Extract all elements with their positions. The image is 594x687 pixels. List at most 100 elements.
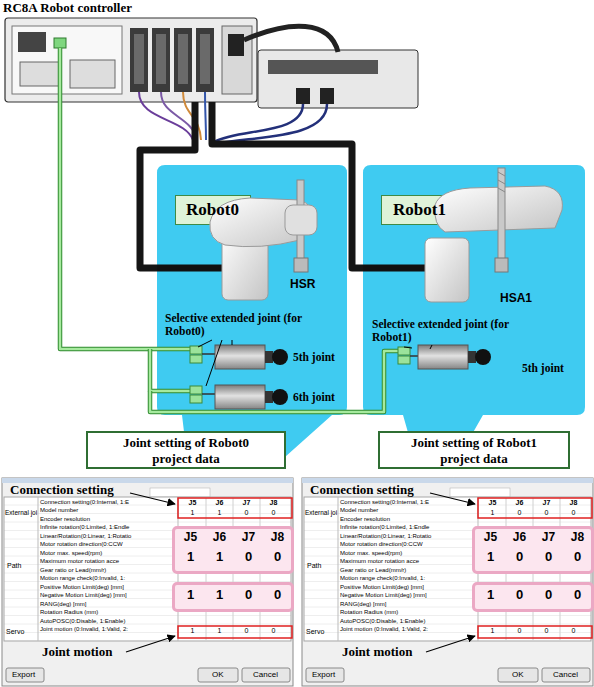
ui-text: Negative Motion Limit(deg) [mm]	[340, 592, 427, 599]
ui-text: Joint motion (0:Invalid, 1:Valid, 2:	[340, 626, 428, 633]
ui-text: 1	[207, 627, 232, 635]
table-cell: 0	[535, 588, 562, 603]
ui-text: 0	[534, 627, 559, 635]
table-cell: 0	[264, 588, 291, 603]
ui-text: Model number	[340, 507, 378, 514]
table-cell: J8	[264, 531, 291, 545]
ui-text: 1	[180, 509, 205, 517]
node-label: RC8A Robot controller	[3, 1, 132, 16]
ui-text: 0	[561, 627, 586, 635]
zoom-table: J5J6J7J81000	[472, 526, 594, 574]
ui-text: Motor rotation direction(0:CCW	[40, 541, 123, 548]
node-label: HSA1	[500, 292, 532, 306]
table-cell: 1	[206, 588, 233, 603]
zoom-table: 1000	[472, 582, 594, 612]
ui-text: Path	[307, 562, 321, 570]
table-cell: 1	[477, 550, 504, 565]
robot-name-box: Robot0	[175, 195, 251, 225]
ui-text: Export	[312, 670, 335, 679]
robot-controller: RC8A Robot controller	[5, 18, 330, 102]
ui-text: Joint motion (0:Invalid, 1:Valid, 2:	[40, 626, 128, 633]
ui-text: Servo	[306, 628, 324, 636]
zoom-table: J5J6J7J81100	[172, 526, 294, 574]
ui-text: 0	[261, 627, 286, 635]
node-label: Joint setting of Robot1 project data	[404, 435, 544, 466]
ui-text: External joi	[5, 509, 37, 516]
ui-text: External joi	[305, 509, 337, 516]
ui-text: Rotation Radius (mm)	[40, 609, 98, 616]
robot-panel: HSRSelective extended joint (for Robot0)…	[157, 165, 347, 457]
table-cell: J5	[477, 531, 504, 545]
table-cell: 0	[235, 550, 262, 565]
table-cell: J5	[177, 531, 204, 545]
table-cell: 1	[177, 588, 204, 603]
table-cell: 1	[177, 550, 204, 565]
ui-text: J7	[234, 499, 259, 507]
window-frame	[302, 478, 593, 686]
ui-text: J6	[507, 499, 532, 507]
ui-text: 0	[507, 627, 532, 635]
ui-text: Motion range check(0:Invalid, 1:	[340, 575, 425, 582]
ui-text: J8	[261, 499, 286, 507]
project-data-box: Joint setting of Robot1 project data	[378, 431, 570, 469]
ui-text: OK	[212, 670, 224, 679]
ui-text: Servo	[6, 628, 24, 636]
node-label: Joint motion	[42, 645, 112, 660]
ui-text: 0	[234, 627, 259, 635]
ui-text: Cancel	[253, 670, 278, 679]
controller-drawing	[5, 18, 418, 144]
table-cell: J8	[564, 531, 591, 545]
ui-text: Motor max. speed(rpm)	[340, 550, 402, 557]
ui-text: Negative Motion Limit(deg) [mm]	[40, 592, 127, 599]
node-label: Connection setting	[310, 483, 414, 498]
ui-text: 1	[480, 627, 505, 635]
ui-text: RANG(deg) [mm]	[40, 601, 86, 608]
table-cell: 0	[264, 550, 291, 565]
ui-text: RANG(deg) [mm]	[340, 601, 386, 608]
zoom-table: 1100	[172, 582, 294, 612]
ui-text: Gear ratio or Lead(mm/r)	[40, 567, 106, 574]
ui-text: Infinite rotation(0:Limited, 1:Endle	[40, 524, 129, 531]
table-cell: J6	[206, 531, 233, 545]
ui-text: AutoPOSC(0:Disable, 1:Enable)	[340, 618, 425, 625]
ui-text: Cancel	[553, 670, 578, 679]
panel-outline	[157, 165, 347, 457]
ui-text: Linear/Rotation(0:Linear, 1:Rotatio	[340, 533, 431, 540]
ui-text: OK	[512, 670, 524, 679]
ui-text: 1	[480, 509, 505, 517]
node-label: Robot0	[176, 200, 249, 220]
table-cell: J7	[235, 531, 262, 545]
node-label: Connection setting	[10, 483, 114, 498]
ui-text: Motor max. speed(rpm)	[40, 550, 102, 557]
ui-text: J6	[207, 499, 232, 507]
ui-text: Path	[7, 562, 21, 570]
robot-panel: HSA1Selective extended joint (for Robot1…	[363, 165, 585, 450]
ui-text: 1	[180, 627, 205, 635]
node-label: 5th joint	[293, 351, 335, 364]
ui-text: Encoder resolution	[340, 516, 390, 523]
ui-text: J5	[180, 499, 205, 507]
table-cell: 0	[535, 550, 562, 565]
node-label: 6th joint	[293, 391, 335, 404]
table-cell: 1	[206, 550, 233, 565]
table-cell: 0	[235, 588, 262, 603]
node-label: Robot1	[382, 200, 457, 220]
ui-text: Rotation Radius (mm)	[340, 609, 398, 616]
ui-text: 1	[207, 509, 232, 517]
ui-text: Infinite rotation(0:Limited, 1:Endle	[340, 524, 429, 531]
node-label: HSR	[290, 278, 315, 292]
ui-text: Model number	[40, 507, 78, 514]
ui-text: J7	[534, 499, 559, 507]
table-cell: 0	[564, 588, 591, 603]
ui-text: 0	[561, 509, 586, 517]
ui-text: Motor rotation direction(0:CCW	[340, 541, 423, 548]
table-cell: 0	[564, 550, 591, 565]
ui-text: Connection setting(0:Internal, 1:E	[340, 499, 429, 506]
node-label: Joint motion	[342, 645, 412, 660]
node-label: Selective extended joint (for Robot1)	[372, 318, 522, 344]
robot-name-box: Robot1	[381, 195, 459, 225]
ui-text: Gear ratio or Lead(mm/r)	[340, 567, 406, 574]
ui-text: Motion range check(0:Invalid, 1:	[40, 575, 125, 582]
ui-text: 0	[534, 509, 559, 517]
ui-text: 0	[507, 509, 532, 517]
